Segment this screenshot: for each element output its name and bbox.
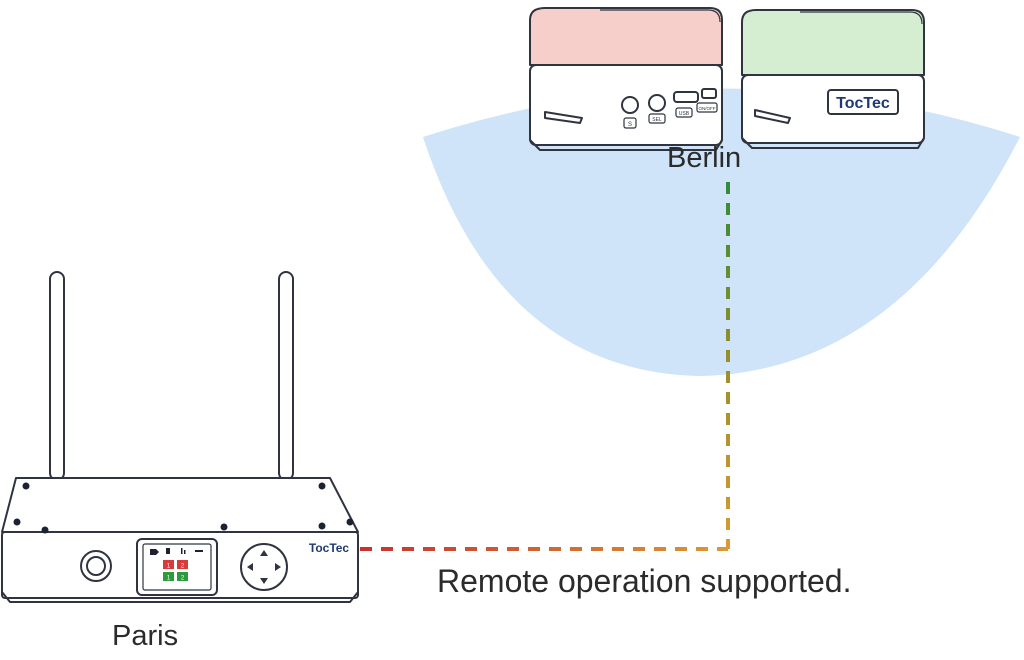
port-label-s: S — [628, 122, 632, 128]
screen-button-red-2 — [177, 560, 188, 569]
screen-button-green-2 — [177, 572, 188, 581]
s-button-icon — [621, 96, 639, 114]
antenna-left — [49, 271, 65, 481]
screen-button-label: 2 — [181, 576, 185, 582]
port-label-usb: USB — [679, 111, 690, 117]
screen-button-grid — [163, 560, 188, 581]
berlin-brand-logo: TocTec — [836, 95, 890, 112]
screen-button-red-1 — [163, 560, 174, 569]
screen-status-icons — [150, 548, 203, 555]
remote-operation-caption: Remote operation supported. — [437, 563, 852, 599]
card-slot — [544, 111, 583, 124]
screen-button-label: 2 — [181, 564, 185, 570]
chassis-screws — [13, 482, 354, 534]
antenna-right — [278, 271, 294, 481]
screen-button-label: 1 — [167, 576, 171, 582]
port-label-sel: SEL — [652, 117, 662, 123]
location-label-paris: Paris — [112, 620, 179, 652]
power-knob-icon — [80, 550, 112, 582]
brand-badge — [827, 89, 899, 115]
location-label-berlin: Berlin — [667, 142, 742, 174]
dpad-icon — [240, 543, 288, 591]
berlin-unit-red — [529, 7, 723, 151]
screen-button-label: 1 — [167, 564, 171, 570]
screen-button-green-1 — [163, 572, 174, 581]
paris-brand-logo: TocTec — [309, 541, 350, 555]
port-label-onoff: ON/OFF — [699, 106, 716, 111]
berlin-unit-green — [741, 9, 925, 149]
coverage-area — [423, 88, 1020, 376]
link-line — [360, 182, 730, 551]
